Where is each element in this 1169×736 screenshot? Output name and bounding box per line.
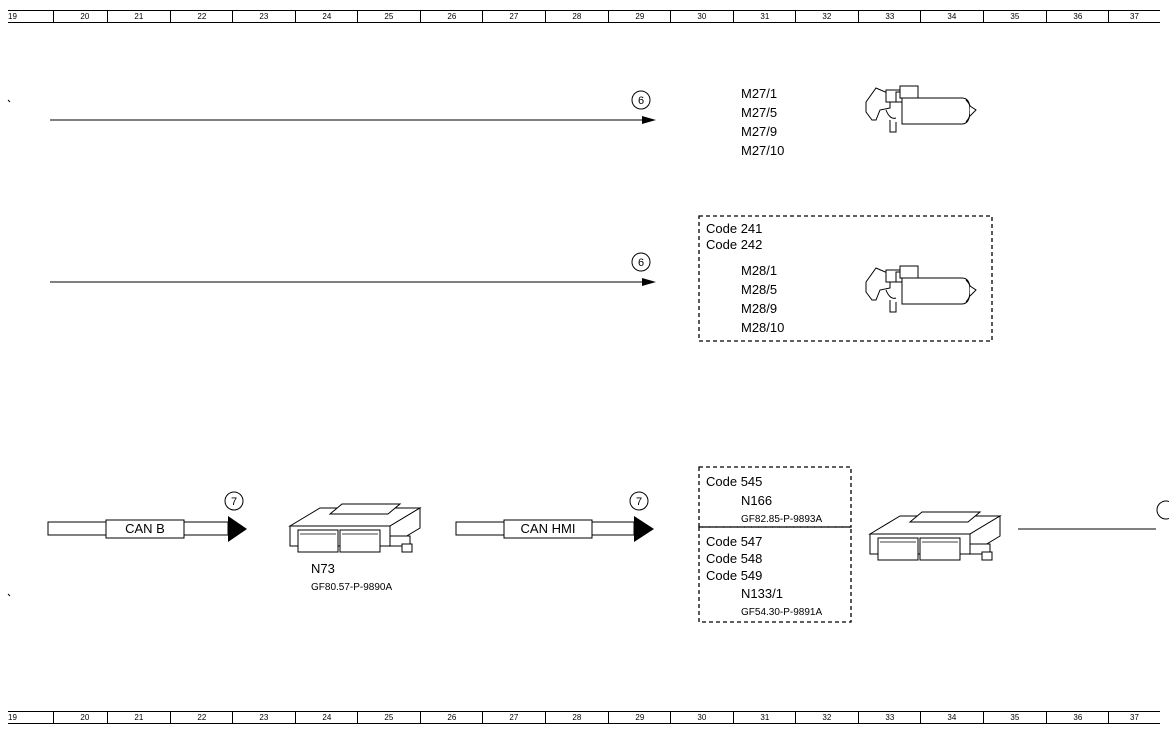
module-n133-1-ref: GF54.30-P-9891A (741, 607, 822, 618)
code-241: Code 241 (706, 221, 762, 236)
ruler-col-30: 30 (670, 11, 733, 22)
ruler-col-19: 19 (8, 713, 17, 722)
connector-marker-middle (631, 252, 651, 272)
code-group-box-547 (698, 526, 852, 623)
can-hmi-label: CAN HMI (521, 521, 576, 536)
ruler-col-25: 25 (357, 712, 420, 723)
code-549: Code 549 (706, 568, 762, 583)
door-motor-illustration-middle (865, 265, 977, 313)
code-242: Code 242 (706, 237, 762, 252)
code-group-box-middle (698, 215, 993, 342)
connector-marker-bottom-left (224, 491, 244, 511)
ruler-col-22: 22 (170, 712, 233, 723)
ruler-col-24: 24 (295, 11, 358, 22)
can-hmi-arrow-head (634, 516, 654, 542)
can-b-label: CAN B (125, 521, 165, 536)
ruler-col-35: 35 (983, 712, 1046, 723)
module-n133-1-name: N133/1 (741, 586, 783, 601)
ruler-col-31: 31 (733, 11, 796, 22)
ruler-col-25: 25 (357, 11, 420, 22)
code-group-box-545 (698, 466, 852, 528)
module-n166-name: N166 (741, 493, 772, 508)
module-n73-ref: GF80.57-P-9890A (311, 582, 392, 593)
connector-marker-bottom-right (629, 491, 649, 511)
ruler-col-33: 33 (858, 11, 921, 22)
module-right-illustration (869, 511, 1001, 561)
ruler-col-31: 31 (733, 712, 796, 723)
component-m27-1: M27/1 (741, 86, 777, 101)
connector-marker-right-edge (1156, 500, 1169, 520)
ruler-col-32: 32 (795, 11, 858, 22)
ruler-col-23: 23 (232, 11, 295, 22)
ruler-col-20: 20 (53, 712, 116, 723)
arrow-head-middle (642, 278, 656, 286)
ruler-col-27: 27 (482, 712, 545, 723)
door-motor-illustration-top (865, 85, 977, 133)
connector-label-top: 6 (638, 95, 644, 107)
component-m28-10: M28/10 (741, 320, 784, 335)
module-n73-illustration (289, 503, 421, 553)
edge-mark-top (7, 99, 11, 103)
ruler-col-27: 27 (482, 11, 545, 22)
connector-marker-top (631, 90, 651, 110)
ruler-col-20: 20 (53, 11, 116, 22)
component-m28-1: M28/1 (741, 263, 777, 278)
component-m28-9: M28/9 (741, 301, 777, 316)
ruler-col-35: 35 (983, 11, 1046, 22)
ruler-col-37: 37 (1108, 11, 1160, 22)
connector-label-bottom-left: 7 (231, 496, 237, 508)
ruler-col-29: 29 (608, 11, 671, 22)
module-n73-name: N73 (311, 561, 335, 576)
ruler-col-26: 26 (420, 712, 483, 723)
code-548: Code 548 (706, 551, 762, 566)
connector-label-middle: 6 (638, 257, 644, 269)
arrow-head-top (642, 116, 656, 124)
bottom-column-ruler: 19 20 21 22 23 24 25 26 27 28 29 30 31 3… (8, 711, 1160, 724)
ruler-col-36: 36 (1046, 11, 1109, 22)
module-n166-ref: GF82.85-P-9893A (741, 514, 822, 525)
can-b-label-box (105, 519, 185, 539)
can-b-arrow-head (228, 516, 247, 542)
ruler-col-28: 28 (545, 712, 608, 723)
code-547: Code 547 (706, 534, 762, 549)
ruler-col-24: 24 (295, 712, 358, 723)
connector-label-bottom-right: 7 (636, 496, 642, 508)
ruler-col-23: 23 (232, 712, 295, 723)
ruler-col-21: 21 (107, 11, 170, 22)
component-m27-5: M27/5 (741, 105, 777, 120)
edge-mark-bottom (7, 593, 11, 597)
can-hmi-label-box (503, 519, 593, 539)
ruler-col-30: 30 (670, 712, 733, 723)
ruler-col-22: 22 (170, 11, 233, 22)
top-column-ruler: 19 20 21 22 23 24 25 26 27 28 29 30 31 3… (8, 10, 1160, 23)
ruler-col-34: 34 (920, 712, 983, 723)
ruler-col-26: 26 (420, 11, 483, 22)
ruler-col-21: 21 (107, 712, 170, 723)
ruler-col-29: 29 (608, 712, 671, 723)
ruler-col-28: 28 (545, 11, 608, 22)
ruler-col-36: 36 (1046, 712, 1109, 723)
code-545: Code 545 (706, 474, 762, 489)
component-m28-5: M28/5 (741, 282, 777, 297)
component-m27-9: M27/9 (741, 124, 777, 139)
component-m27-10: M27/10 (741, 143, 784, 158)
ruler-col-37: 37 (1108, 712, 1160, 723)
ruler-col-33: 33 (858, 712, 921, 723)
ruler-col-34: 34 (920, 11, 983, 22)
ruler-col-32: 32 (795, 712, 858, 723)
ruler-col-19: 19 (8, 12, 17, 21)
